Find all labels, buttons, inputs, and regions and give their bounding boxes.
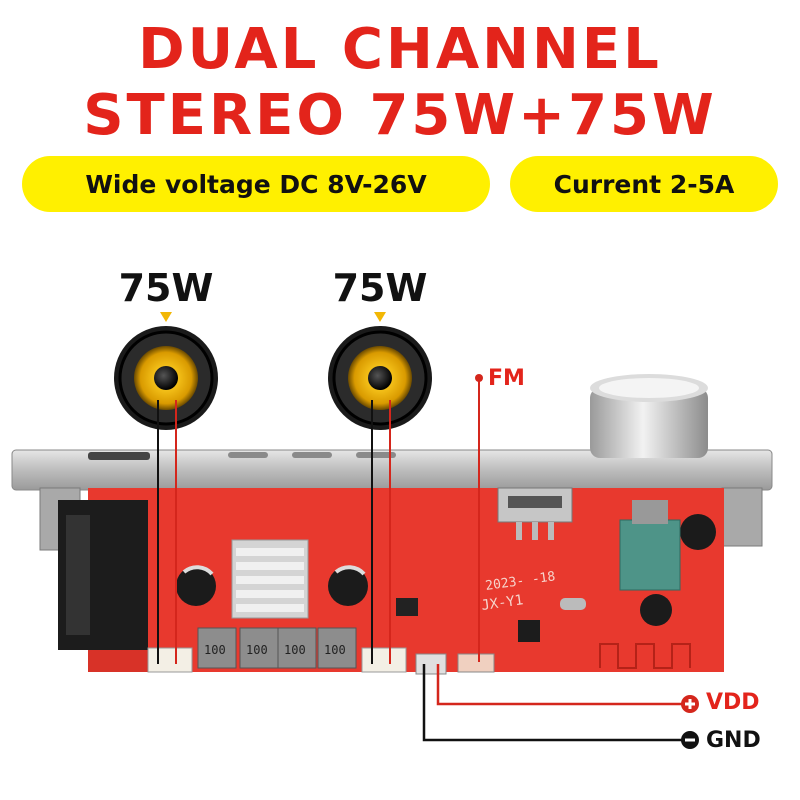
current-badge: Current 2-5A bbox=[510, 156, 778, 212]
plus-icon bbox=[681, 695, 699, 713]
speaker-right-icon bbox=[328, 326, 432, 430]
fm-dot-icon bbox=[475, 374, 483, 382]
headline-line2: STEREO 75W+75W bbox=[83, 83, 717, 148]
vdd-label: VDD bbox=[706, 690, 760, 715]
arrow-down-icon bbox=[374, 312, 386, 322]
resistor-marking: 100 bbox=[204, 643, 226, 657]
minus-icon bbox=[681, 731, 699, 749]
speaker-right-power: 75W bbox=[332, 266, 428, 310]
heatsink bbox=[231, 539, 309, 619]
resistor-marking: 100 bbox=[284, 643, 306, 657]
fm-label: FM bbox=[488, 366, 525, 391]
board-model-marking: JX-Y1 bbox=[480, 592, 524, 614]
gnd-label: GND bbox=[706, 728, 761, 753]
speaker-left-icon bbox=[114, 326, 218, 430]
speaker-left-power: 75W bbox=[118, 266, 214, 310]
circuit-board bbox=[58, 487, 724, 675]
arrow-down-icon bbox=[160, 312, 172, 322]
volume-knob bbox=[590, 374, 708, 458]
resistor-marking: 100 bbox=[246, 643, 268, 657]
voltage-badge: Wide voltage DC 8V-26V bbox=[22, 156, 490, 212]
resistor-marking: 100 bbox=[324, 643, 346, 657]
headline-line1: DUAL CHANNEL bbox=[138, 17, 662, 82]
